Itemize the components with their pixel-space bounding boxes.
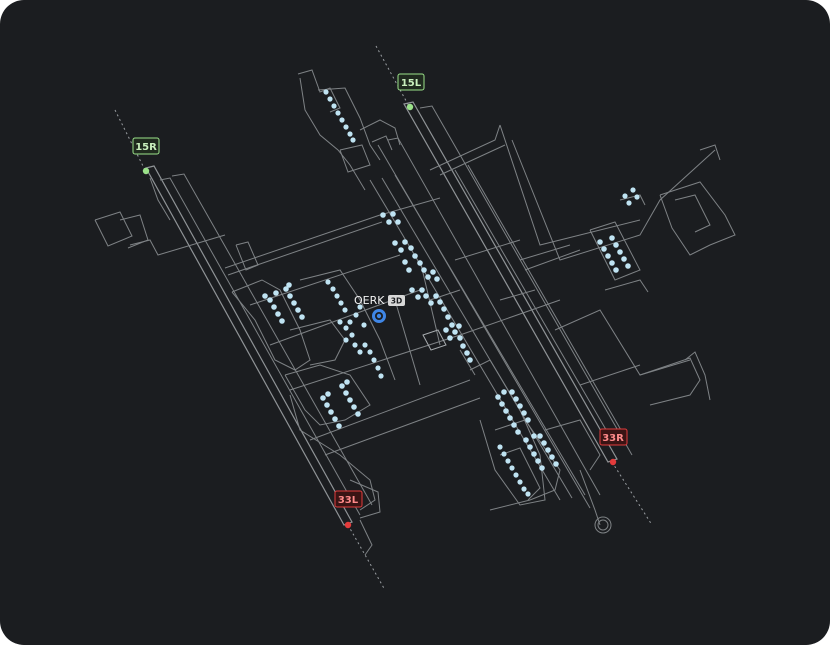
runway-15l-threshold-marker [406, 103, 414, 111]
runway-label-33l-text: 33L [338, 495, 359, 506]
runway-label-15l-text: 15L [401, 78, 422, 89]
runway-label-33r[interactable]: 33R [599, 428, 628, 446]
runway-label-33r-text: 33R [602, 433, 624, 444]
runway-label-15r-text: 15R [135, 142, 157, 153]
runway-15l-33r [403, 101, 618, 463]
runway-label-33l[interactable]: 33L [334, 490, 363, 508]
runway-centerline-extensions [114, 45, 653, 591]
gate-cluster-west-piers [262, 282, 305, 324]
taxiway-network [94, 69, 736, 556]
gate-cluster-east-piers [597, 187, 640, 273]
view-mode-badge[interactable] [388, 295, 405, 306]
apron-stand [422, 329, 447, 351]
south-holding-loop [594, 516, 612, 534]
runway-15r-threshold-marker [142, 167, 150, 175]
runway-33l-threshold-marker [344, 521, 352, 529]
gate-cluster-south-piers [495, 389, 559, 497]
gate-cluster-southwest-piers [320, 379, 361, 429]
gate-cluster-central-terminal [380, 211, 473, 363]
runway-15r-33l [145, 165, 353, 526]
runway-33r-threshold-marker [609, 458, 617, 466]
runway-label-15l[interactable]: 15L [397, 73, 425, 91]
runway-label-15r[interactable]: 15R [132, 137, 160, 155]
runways [145, 101, 618, 526]
gate-cluster-north [323, 89, 356, 143]
airport-marker[interactable]: OERK 3D [354, 294, 405, 323]
view-mode-badge-text: 3D [391, 297, 402, 306]
airport-code-label: OERK [354, 294, 385, 307]
gate-dot-icon-group [262, 89, 640, 497]
gate-cluster-central-west [325, 279, 384, 379]
